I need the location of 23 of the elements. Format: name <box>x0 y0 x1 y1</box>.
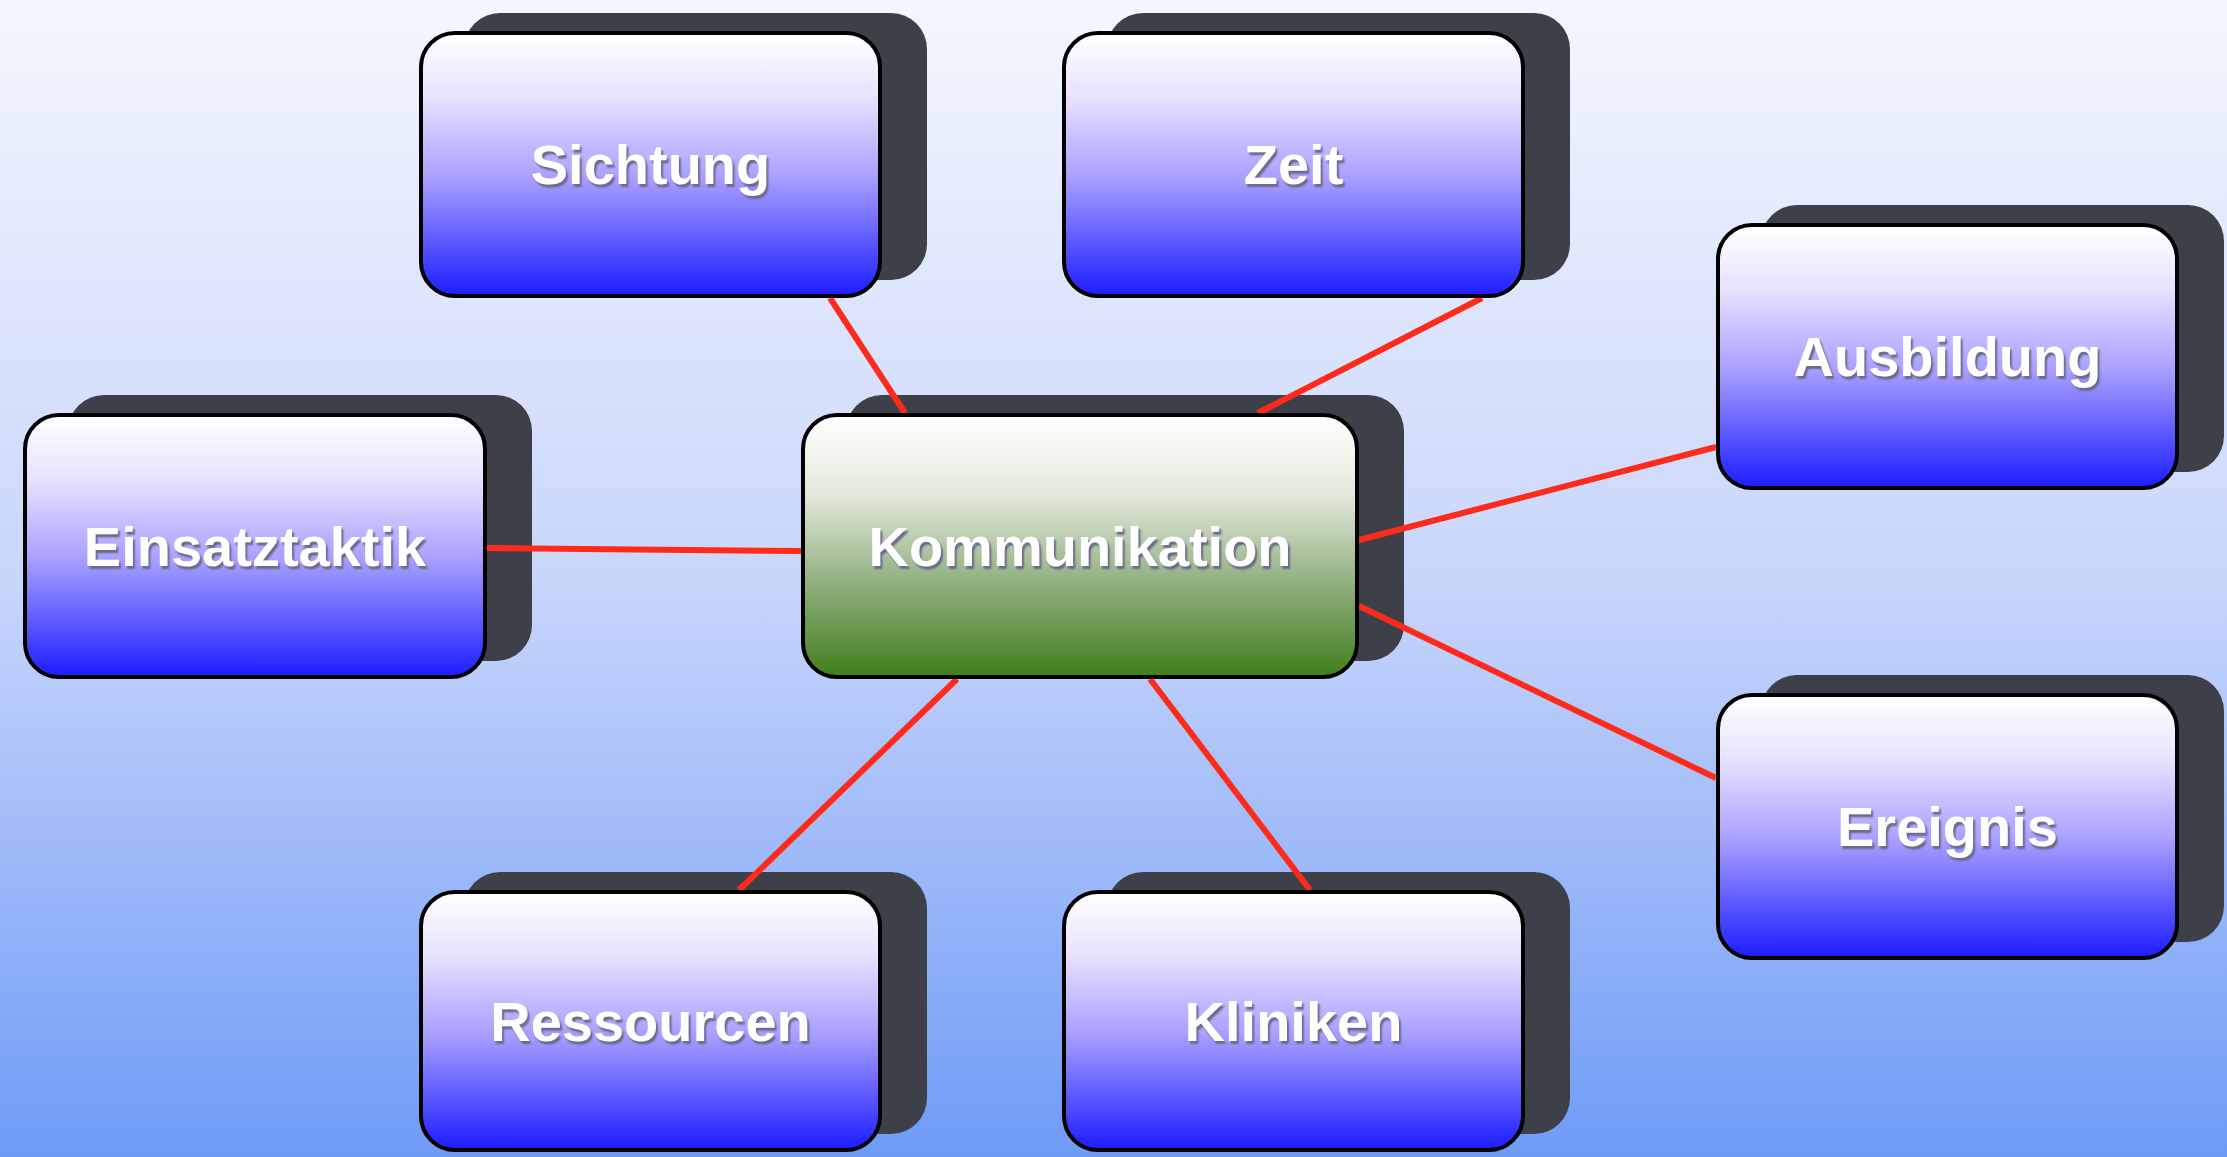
topic-box <box>1062 890 1525 1152</box>
connector-line <box>1256 295 1484 416</box>
box-label: Ressourcen <box>490 988 811 1054</box>
box-label: Zeit <box>1243 132 1344 197</box>
connector-line <box>1357 603 1718 781</box>
topic-box <box>1716 223 2179 490</box>
topic-box <box>1062 31 1525 298</box>
connector-line <box>1147 677 1313 892</box>
topic-box <box>419 890 882 1152</box>
box-label: Einsatztaktik <box>83 513 427 579</box>
box-label: Kliniken <box>1184 988 1403 1054</box>
topic-box <box>419 31 882 298</box>
connector-line <box>1358 444 1717 543</box>
connector-line <box>486 545 802 554</box>
topic-box <box>23 413 487 679</box>
topic-box <box>1716 693 2179 960</box>
box-label: Sichtung <box>530 132 771 197</box>
box-label: Ereignis <box>1837 794 2058 859</box>
box-label: Ausbildung <box>1793 324 2102 389</box>
connector-line <box>827 296 908 415</box>
connector-line <box>736 676 960 893</box>
topic-box <box>801 413 1359 679</box>
box-label: Kommunikation <box>868 513 1292 579</box>
